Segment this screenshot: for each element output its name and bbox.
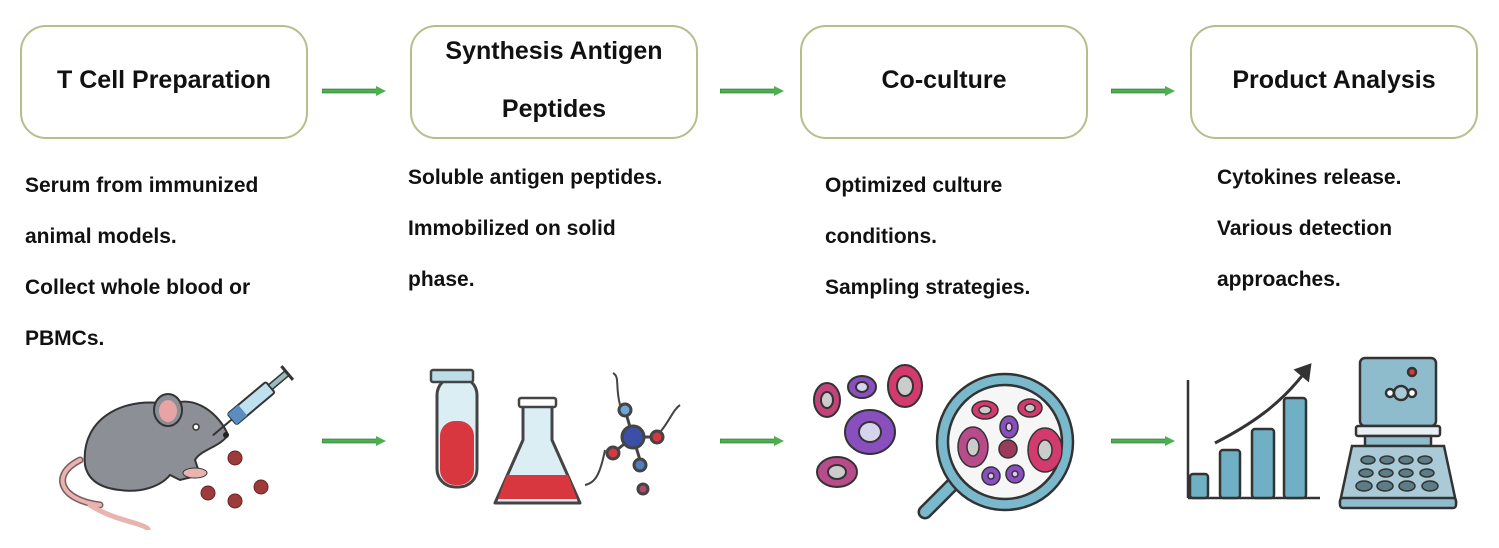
description-line: Serum from immunized (25, 174, 259, 197)
step-description: Cytokines release. Various detection app… (1217, 152, 1401, 305)
bar-chart-icon (1186, 363, 1320, 500)
step-box-synthesis-antigen-peptides: Synthesis Antigen Peptides (410, 25, 698, 139)
arrow-right-icon (322, 86, 386, 96)
magnifier-icon (917, 372, 1075, 520)
arrow-right-icon (1111, 86, 1175, 96)
cells-magnifier-illustration (813, 364, 1075, 520)
step-title: T Cell Preparation (57, 66, 271, 94)
step-title: Co-culture (881, 66, 1007, 94)
arrow-right-icon (322, 436, 386, 446)
description-line: phase. (408, 268, 475, 291)
step-description: Soluble antigen peptides. Immobilized on… (408, 152, 662, 305)
description-line: Optimized culture (825, 174, 1003, 197)
description-line: Various detection (1217, 217, 1393, 240)
syringe-icon (212, 365, 295, 437)
flask-icon (493, 396, 582, 505)
mouse-icon (59, 393, 230, 530)
arrow-right-icon (1111, 436, 1175, 446)
description-line: approaches. (1217, 268, 1341, 291)
lab-glassware-illustration (429, 368, 681, 505)
step-title: Synthesis Antigen Peptides (445, 22, 662, 138)
step-box-t-cell-preparation: T Cell Preparation (20, 25, 308, 139)
cells-icon (813, 364, 923, 488)
description-line: animal models. (25, 225, 177, 248)
step-description: Optimized culture conditions. Sampling s… (825, 160, 1030, 313)
arrow-right-icon (720, 86, 784, 96)
description-line: Soluble antigen peptides. (408, 166, 663, 189)
step-box-product-analysis: Product Analysis (1190, 25, 1478, 139)
mouse-syringe-illustration (59, 365, 295, 530)
step-description: Serum from immunized animal models. Coll… (25, 160, 258, 364)
step-box-co-culture: Co-culture (800, 25, 1088, 139)
arrow-right-icon (720, 436, 784, 446)
step-title-line2: Peptides (501, 95, 607, 123)
description-line: Immobilized on solid (408, 217, 616, 240)
description-line: Cytokines release. (1217, 166, 1402, 189)
description-line: Collect whole blood or (25, 276, 251, 299)
description-line: PBMCs. (25, 327, 105, 350)
analysis-illustration (1186, 356, 1458, 510)
analyzer-device-icon (1338, 356, 1458, 510)
description-line: Sampling strategies. (825, 276, 1031, 299)
molecule-icon (584, 372, 681, 496)
description-line: conditions. (825, 225, 937, 248)
step-title-line1: Synthesis Antigen (445, 37, 663, 65)
blood-cells-icon (200, 450, 269, 509)
test-tube-icon (429, 368, 479, 489)
step-title: Product Analysis (1232, 66, 1436, 94)
